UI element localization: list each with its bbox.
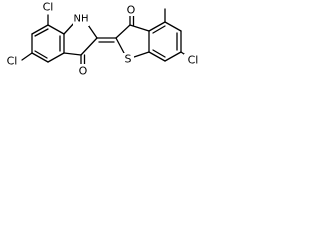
- bond-cl-left: [21, 52, 33, 61]
- atom-s: S: [125, 53, 132, 66]
- atom-cl-top: Cl: [43, 1, 54, 14]
- atom-cl-right: Cl: [188, 54, 199, 67]
- chemical-structure-diagram: Cl NH Cl O O S Cl: [4, 1, 200, 78]
- atom-cl-left: Cl: [7, 55, 18, 68]
- thiophenone-ring: [115, 15, 150, 58]
- indole-benzene-ring: [31, 24, 65, 63]
- atom-labels: Cl NH Cl O O S Cl: [4, 1, 200, 78]
- atom-o-indole: O: [79, 65, 88, 78]
- indolinone-ring: [63, 21, 98, 66]
- atom-nh: NH: [74, 14, 89, 25]
- central-double-bond: [96, 37, 117, 43]
- atom-o-thio: O: [127, 4, 136, 17]
- benzothiophene-benzene-ring: [148, 21, 182, 62]
